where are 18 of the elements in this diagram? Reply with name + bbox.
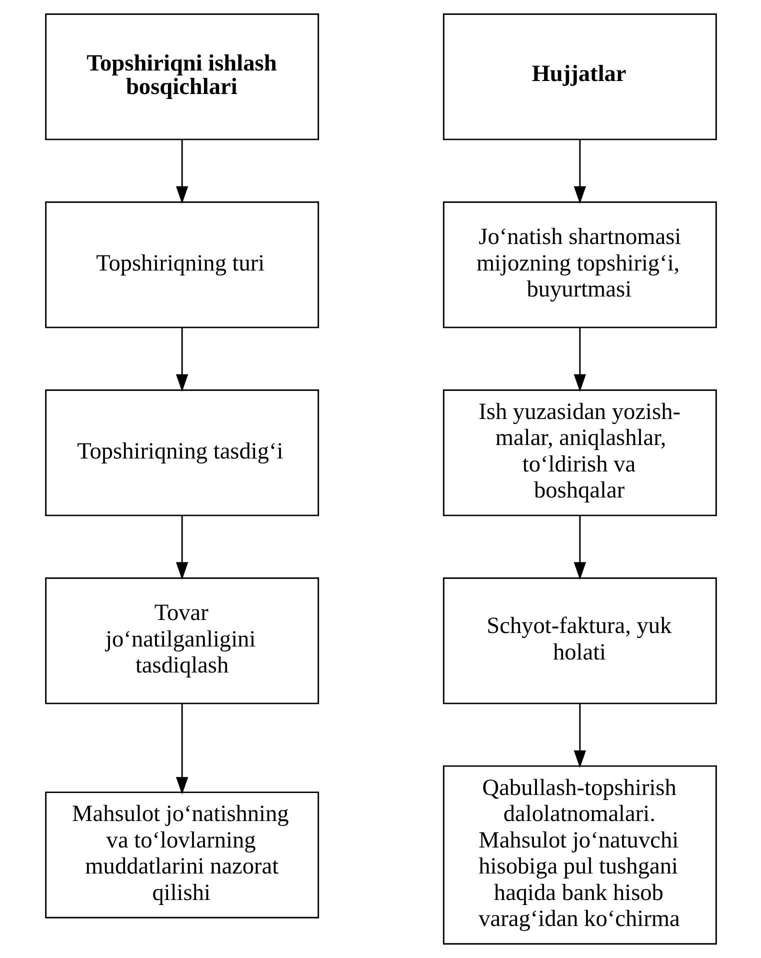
node-box: Ish yuzasidan yozish- malar, aniqlashlar, to‘ldirish va boshqalar	[442, 389, 716, 516]
arrow	[175, 140, 188, 204]
node-box: Topshiriqning tasdig‘i	[44, 389, 319, 516]
node-box: Mahsulot jo‘natishning va to‘lovlarning muddatlarini nazorat qilishi	[44, 792, 319, 918]
arrow	[175, 328, 188, 392]
node-box: Tovar jo‘natilganligini tasdiqlash	[44, 577, 319, 704]
arrow	[175, 704, 188, 795]
node-box: Qabullash-topshirish dalolatnomalari. Mahsulot jo‘natuvchi hisobiga pul tushgani haqida bank hisob varag‘idan ko‘chirma	[442, 765, 716, 945]
node-box: Hujjatlar	[442, 13, 716, 140]
node-box: Topshiriqning turi	[44, 201, 319, 328]
arrow	[573, 516, 586, 580]
arrow	[573, 140, 586, 204]
node-box: Schyot-faktura, yuk holati	[442, 577, 716, 704]
node-box: Jo‘natish shartnomasi mijozning topshirig‘i, buyurtmasi	[442, 201, 716, 328]
arrow	[573, 328, 586, 392]
arrow	[573, 704, 586, 768]
node-box: Topshiriqni ishlash bosqichlari	[44, 13, 319, 140]
arrow	[175, 516, 188, 580]
